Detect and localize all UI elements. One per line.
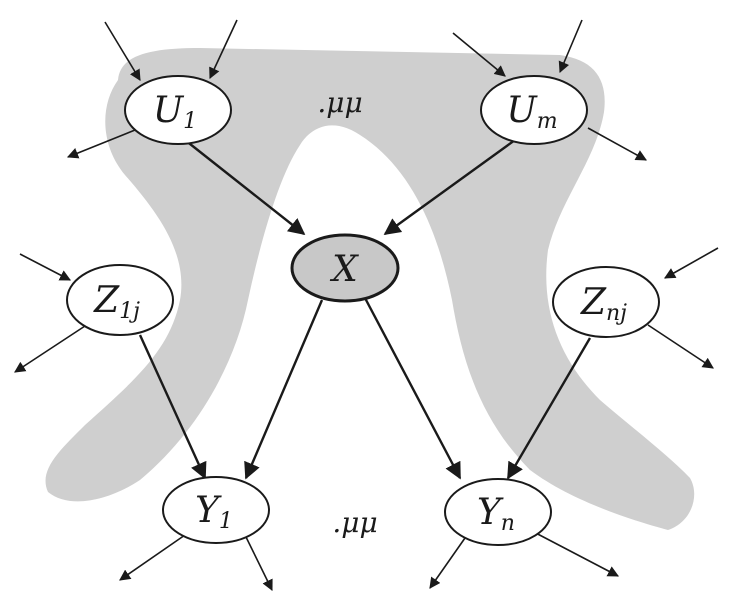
svg-text:U1: U1 — [153, 90, 197, 134]
edge-out-yn-a — [429, 537, 466, 589]
svg-text:Yn: Yn — [477, 492, 515, 536]
node-yn: Yn — [444, 478, 552, 546]
edge-in-um-a — [452, 32, 506, 77]
edge-znj-yn — [506, 337, 592, 480]
edge-in-u1-b — [209, 19, 238, 80]
edge-in-u1-a — [104, 21, 141, 81]
svg-text:X: X — [329, 249, 359, 290]
ellipsis-bottom: .μμ — [332, 506, 377, 539]
edge-x-y1 — [244, 299, 324, 480]
edge-um-x — [383, 139, 516, 235]
svg-text:Y1: Y1 — [195, 490, 233, 534]
node-um: Um — [480, 75, 588, 145]
node-u1: U1 — [124, 75, 232, 145]
markov-blanket-region — [45, 48, 695, 530]
edge-out-um — [587, 127, 647, 161]
ellipsis-top: .μμ — [317, 86, 362, 119]
edge-u1-x — [184, 139, 306, 236]
node-y1: Y1 — [162, 476, 270, 544]
edge-out-u1 — [66, 127, 141, 159]
svg-text:Um: Um — [506, 90, 557, 134]
edge-in-z1j — [19, 253, 71, 281]
edge-out-z1j — [14, 325, 86, 373]
svg-text:Z1j: Z1j — [93, 280, 140, 324]
edge-in-um-b — [558, 19, 583, 74]
svg-text:Znj: Znj — [580, 282, 627, 326]
edge-out-y1-b — [245, 536, 273, 592]
edge-out-y1-a — [119, 534, 186, 581]
edge-x-yn — [363, 297, 462, 480]
node-x: X — [290, 233, 400, 303]
edge-out-znj — [647, 324, 714, 369]
edge-out-yn-b — [529, 529, 619, 577]
node-z1j: Z1j — [66, 264, 174, 336]
node-znj: Znj — [552, 266, 660, 338]
edge-in-znj — [664, 247, 719, 279]
edge-z1j-y1 — [138, 334, 207, 480]
